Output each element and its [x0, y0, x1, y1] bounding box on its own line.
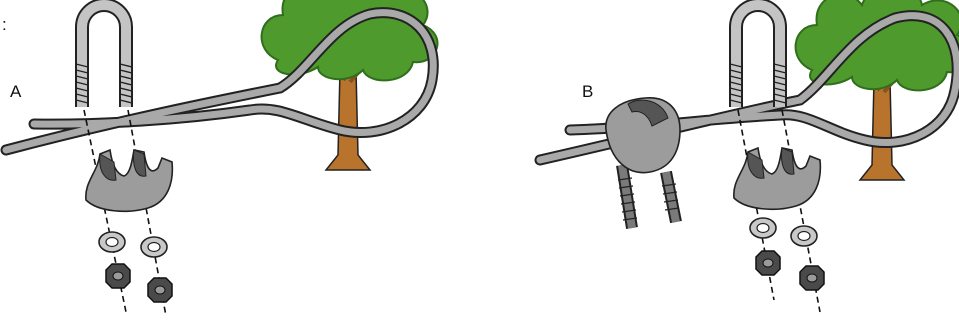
hex-nut-icon [755, 250, 781, 276]
hex-nut-icon [147, 277, 173, 303]
cable [534, 10, 959, 166]
cable [0, 7, 439, 156]
washer-icon [140, 236, 168, 258]
panel-b: B [534, 0, 959, 313]
washer-icon [749, 217, 777, 239]
washer-icon [790, 225, 818, 247]
installed-clip [605, 97, 682, 229]
u-bolt-icon [76, 5, 132, 107]
hex-nut-icon [799, 265, 825, 291]
corner-mark: : [2, 15, 7, 34]
saddle-clip-icon [733, 147, 822, 211]
hex-nut-icon [105, 263, 131, 289]
u-bolt-icon [730, 5, 786, 107]
panel-label-b: B [582, 82, 593, 101]
saddle-clip-icon [85, 149, 174, 213]
panel-label-a: A [10, 82, 22, 101]
washer-icon [98, 231, 126, 253]
panel-a: : A [0, 0, 440, 317]
